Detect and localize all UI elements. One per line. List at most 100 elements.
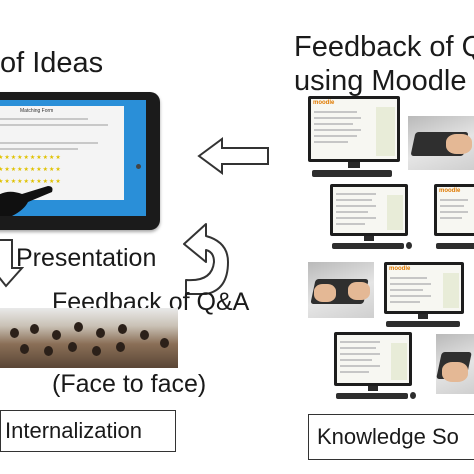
screen-sidebar [391,343,407,380]
audience-head [74,322,83,332]
screen-sidebar [387,195,403,230]
audience-head [96,328,105,338]
curved-return-arrow-icon [183,223,229,295]
screen-line [390,301,420,303]
screen-line [314,111,357,113]
hand [314,284,336,302]
form-line [0,142,98,144]
screen-line [390,277,427,279]
hand [446,134,472,154]
right-title-line2: using Moodle [294,65,467,97]
screen-line [314,135,357,137]
monitor: moodle [434,184,474,236]
screen-line [340,353,380,355]
moodle-screen [333,187,405,233]
screen-line [336,223,365,225]
monitor-stand [368,386,378,391]
moodle-brand: moodle [389,266,411,272]
desktop-computer: moodle [434,184,474,250]
star-rating-icon: ★★★★★★★★★★ [0,167,62,173]
audience-head [140,330,149,340]
left-title: of Ideas [0,47,104,79]
screen-sidebar [376,107,395,156]
screen-sidebar [442,273,459,308]
screen-line [340,341,380,343]
tablet-device: Matching Form ★★★★★★★★★★ ★★★★★★★★★★ ★★★★… [0,92,160,230]
keyboard [312,170,392,177]
screen-line [340,371,369,373]
monitor: moodle [384,262,464,314]
classroom-audience-photo [0,308,178,368]
knowledge-label: Knowledge So [317,424,459,449]
desktop-computer: moodle [308,96,400,178]
star-rating-icon: ★★★★★★★★★★ [0,155,62,161]
audience-head [52,330,61,340]
monitor-stand [348,162,360,168]
screen-line [314,117,362,119]
form-line [0,124,108,126]
mouse [406,242,412,249]
screen-line [314,123,353,125]
left-arrow-icon [197,137,269,175]
knowledge-box: Knowledge So [308,414,474,460]
moodle-screen: moodle [311,99,397,159]
laptop-typing-photo [308,262,374,318]
form-line [0,118,88,120]
screen-line [440,199,468,201]
audience-head [10,328,19,338]
screen-line [440,205,464,207]
screen-line [440,211,468,213]
screen-line [390,283,431,285]
screen-line [336,205,376,207]
keyboard [386,321,460,327]
right-title-line1: Feedback of Q [294,31,474,63]
tablet-form: Matching Form ★★★★★★★★★★ ★★★★★★★★★★ ★★★★… [0,106,124,200]
monitor: moodle [308,96,400,162]
desktop-computer: moodle [384,262,468,328]
down-arrow-icon [0,239,24,288]
screen-line [336,193,376,195]
screen-line [336,217,376,219]
mouse [410,392,416,399]
audience-head [20,344,29,354]
desktop-computer [330,184,412,250]
laptop-typing-photo [436,334,474,394]
keyboard [336,393,408,399]
monitor [334,332,412,386]
hand [442,362,468,382]
internalization-label: Internalization [5,418,142,443]
keyboard [332,243,404,249]
presentation-label: Presentation [16,244,157,272]
moodle-screen [337,335,409,383]
desktop-computer [334,332,416,400]
tablet-screen: Matching Form ★★★★★★★★★★ ★★★★★★★★★★ ★★★★… [0,100,146,216]
screen-line [336,211,369,213]
internalization-box: Internalization [0,410,176,452]
screen-line [314,141,349,143]
audience-head [118,324,127,334]
keyboard [436,243,474,249]
moodle-screen: moodle [387,265,461,311]
screen-line [340,359,373,361]
screen-line [340,365,380,367]
screen-line [336,199,372,201]
screen-line [390,289,424,291]
moodle-screen: moodle [437,187,474,233]
tablet-home-button [136,164,141,169]
screen-line [440,217,462,219]
tablet-form-title: Matching Form [20,108,54,114]
audience-head [68,342,77,352]
moodle-brand: moodle [313,100,335,106]
audience-head [116,342,125,352]
pointing-hand-icon [0,186,53,216]
audience-head [30,324,39,334]
star-rating-icon: ★★★★★★★★★★ [0,179,62,185]
hand [348,282,370,300]
screen-line [340,347,376,349]
monitor-stand [364,236,374,241]
monitor [330,184,408,236]
laptop-typing-photo [408,116,474,170]
audience-head [44,346,53,356]
screen-line [314,129,362,131]
moodle-brand: moodle [439,188,461,194]
